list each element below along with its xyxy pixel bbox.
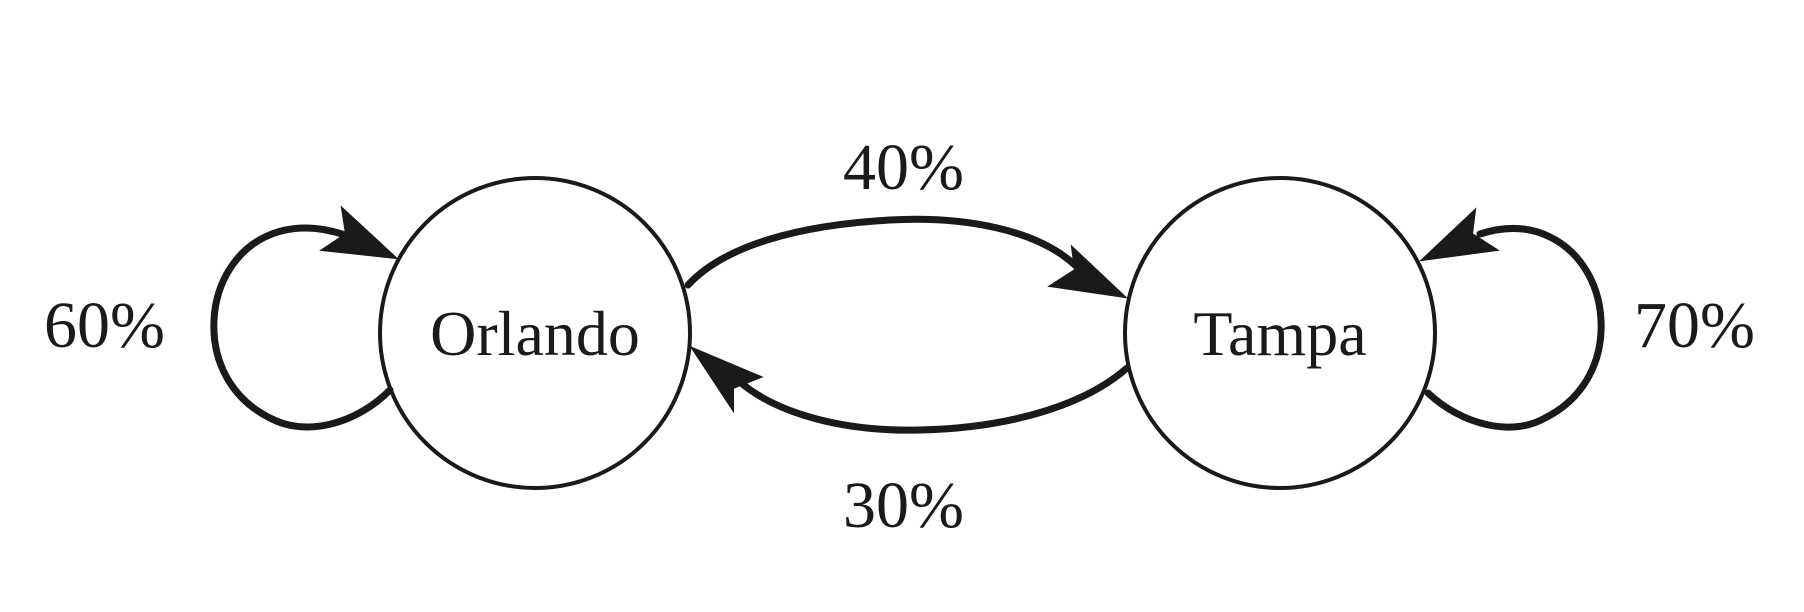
node-orlando-label: Orlando: [430, 298, 640, 369]
node-tampa-label: Tampa: [1193, 298, 1366, 369]
edge-orlando-self-loop-line: [210, 224, 394, 431]
edge-orlando-self-loop-label: 60%: [44, 289, 165, 362]
edge-tampa-to-orlando: 30%: [689, 345, 1131, 542]
edge-tampa-to-orlando-arrowhead: [689, 345, 764, 414]
node-orlando: Orlando: [378, 176, 692, 490]
edge-tampa-self-loop: 70%: [1419, 207, 1755, 431]
edge-orlando-self-loop: 60%: [44, 205, 399, 431]
edge-orlando-to-tampa: 40%: [684, 131, 1128, 299]
edge-tampa-to-orlando-line: [736, 364, 1131, 434]
edge-tampa-self-loop-arrowhead: [1419, 207, 1500, 262]
node-orlando-circle: [378, 176, 692, 490]
edge-tampa-self-loop-label: 70%: [1634, 289, 1755, 362]
edge-orlando-to-tampa-label: 40%: [843, 131, 964, 204]
edge-orlando-to-tampa-arrowhead: [1047, 244, 1128, 299]
node-tampa: Tampa: [1123, 176, 1437, 490]
edge-orlando-self-loop-arrowhead: [319, 205, 399, 260]
edge-tampa-to-orlando-label: 30%: [843, 469, 964, 542]
node-tampa-circle: [1123, 176, 1437, 490]
edge-orlando-to-tampa-line: [684, 215, 1084, 289]
edge-tampa-self-loop-line: [1424, 224, 1605, 431]
